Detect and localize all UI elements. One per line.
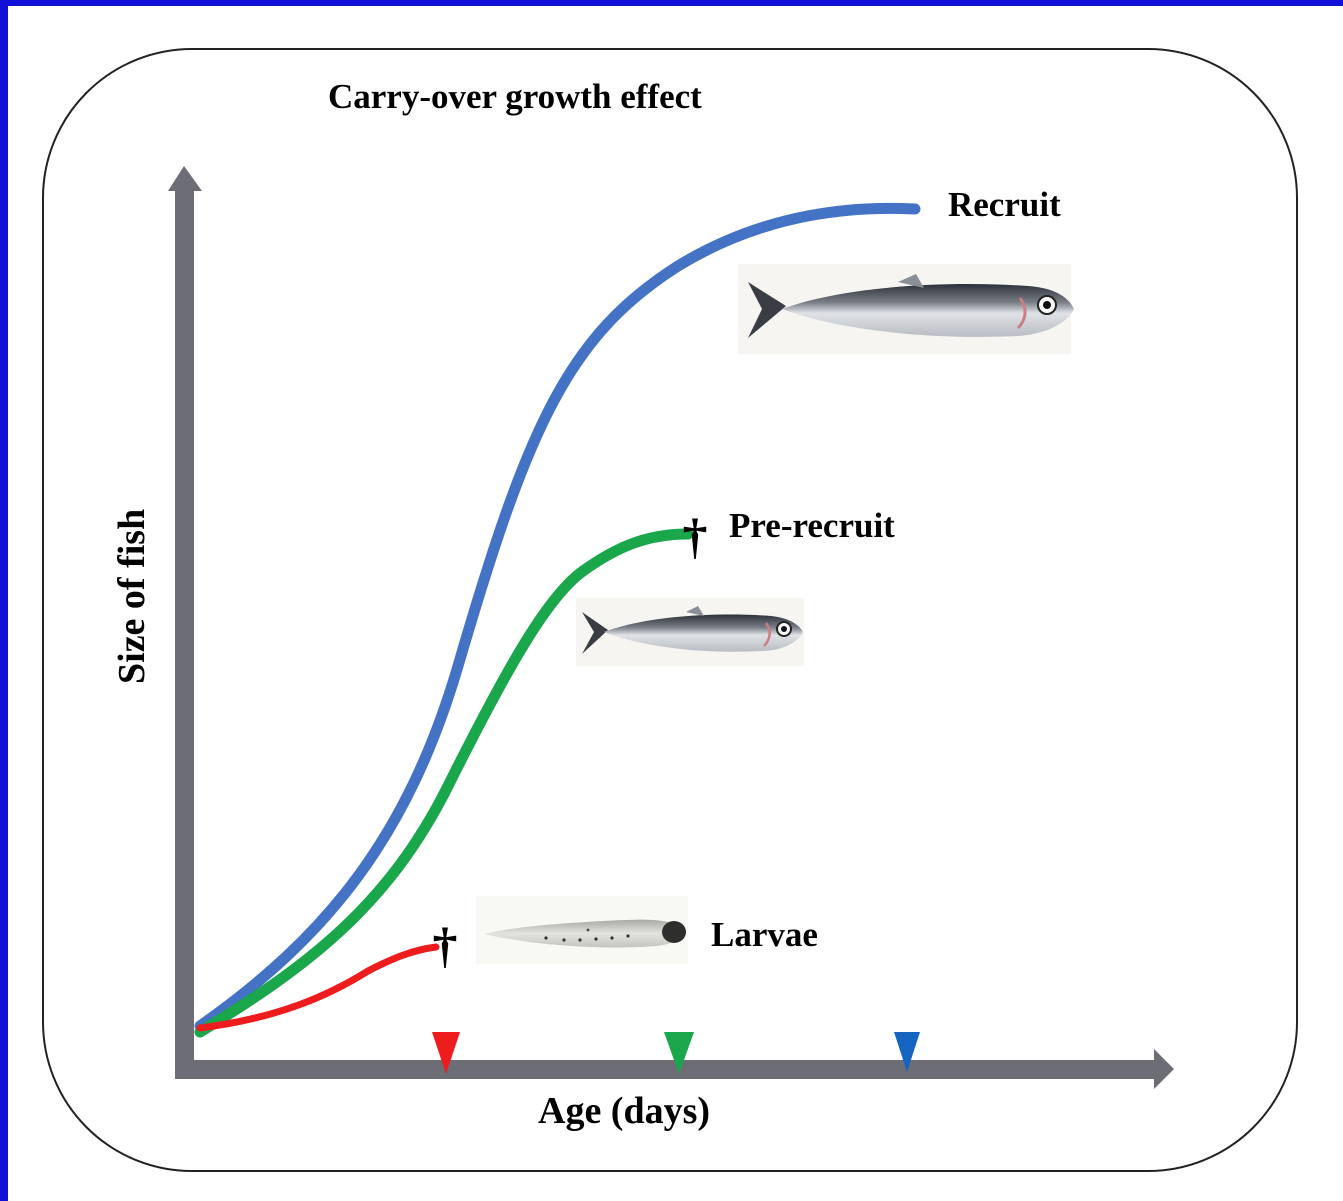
pre-recruit-age-marker — [664, 1032, 694, 1074]
larvae-label: Larvae — [711, 915, 818, 954]
recruit-label: Recruit — [948, 185, 1061, 224]
growth-diagram: Carry-over growth effect Size of fish Ag… — [111, 77, 1174, 1132]
larvae-growth-curve — [196, 943, 440, 1032]
juvenile-fish-icon — [576, 598, 804, 666]
pre-recruit-label: Pre-recruit — [729, 506, 895, 545]
x-axis-label: Age (days) — [538, 1090, 710, 1132]
recruit-growth-curve — [194, 202, 921, 1032]
pre-recruit-growth-curve — [194, 528, 694, 1038]
x-axis — [175, 1049, 1174, 1089]
figure-canvas: Carry-over growth effect Size of fish Ag… — [8, 6, 1343, 1201]
larvae-death-symbol: † — [433, 917, 458, 973]
larvae-age-marker — [432, 1032, 460, 1074]
diagram-title: Carry-over growth effect — [328, 77, 702, 116]
y-axis-label: Size of fish — [111, 509, 153, 684]
figure-panel — [42, 48, 1298, 1172]
y-axis — [168, 166, 202, 1078]
adult-fish-icon — [738, 264, 1074, 354]
pre-recruit-death-symbol: † — [683, 508, 708, 564]
recruit-age-marker — [894, 1032, 920, 1072]
larva-icon — [476, 896, 688, 964]
